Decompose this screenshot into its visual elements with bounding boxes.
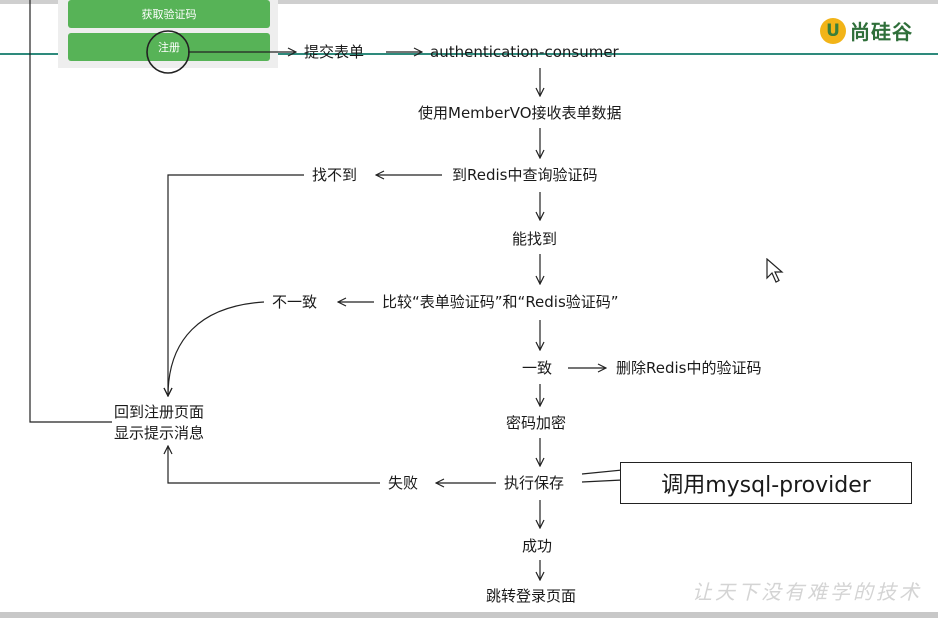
register-highlight-circle [146, 30, 190, 74]
logo-text: 尚硅谷 [850, 20, 913, 44]
node-back-line2: 显示提示消息 [114, 424, 205, 442]
line-back-to-top [29, 0, 112, 423]
node-auth-consumer: authentication-consumer [430, 43, 619, 61]
top-border [0, 0, 938, 4]
node-execute-save: 执行保存 [504, 474, 565, 492]
node-redirect-login: 跳转登录页面 [486, 587, 577, 605]
get-verify-code-button[interactable]: 获取验证码 [68, 0, 270, 28]
callout-mysql-provider: 调用mysql-provider [620, 462, 912, 504]
node-success: 成功 [522, 537, 553, 555]
logo: U 尚硅谷 [820, 16, 913, 45]
register-button[interactable]: 注册 [68, 33, 270, 61]
node-mismatch: 不一致 [272, 293, 318, 311]
node-not-found: 找不到 [312, 166, 358, 184]
watermark: 让天下没有难学的技术 [692, 580, 922, 604]
node-found: 能找到 [512, 230, 558, 248]
node-encrypt-password: 密码加密 [506, 414, 567, 432]
node-receive-form: 使用MemberVO接收表单数据 [418, 104, 622, 122]
node-query-redis: 到Redis中查询验证码 [452, 166, 598, 184]
arrow-notfound-back [168, 174, 304, 396]
node-match: 一致 [522, 359, 553, 377]
node-compare-codes: 比较“表单验证码”和“Redis验证码” [382, 293, 619, 311]
node-delete-code: 删除Redis中的验证码 [616, 359, 762, 377]
node-back-line1: 回到注册页面 [114, 403, 205, 421]
logo-mark-icon: U [820, 17, 846, 44]
node-fail: 失败 [388, 474, 419, 492]
mouse-cursor-icon [766, 258, 784, 283]
node-submit-form: 提交表单 [304, 43, 365, 61]
arrow-mismatch-back [168, 301, 265, 396]
callout-pointer [581, 469, 623, 483]
bottom-border [0, 612, 938, 618]
arrow-fail-back [168, 446, 380, 484]
header-divider [0, 53, 938, 55]
